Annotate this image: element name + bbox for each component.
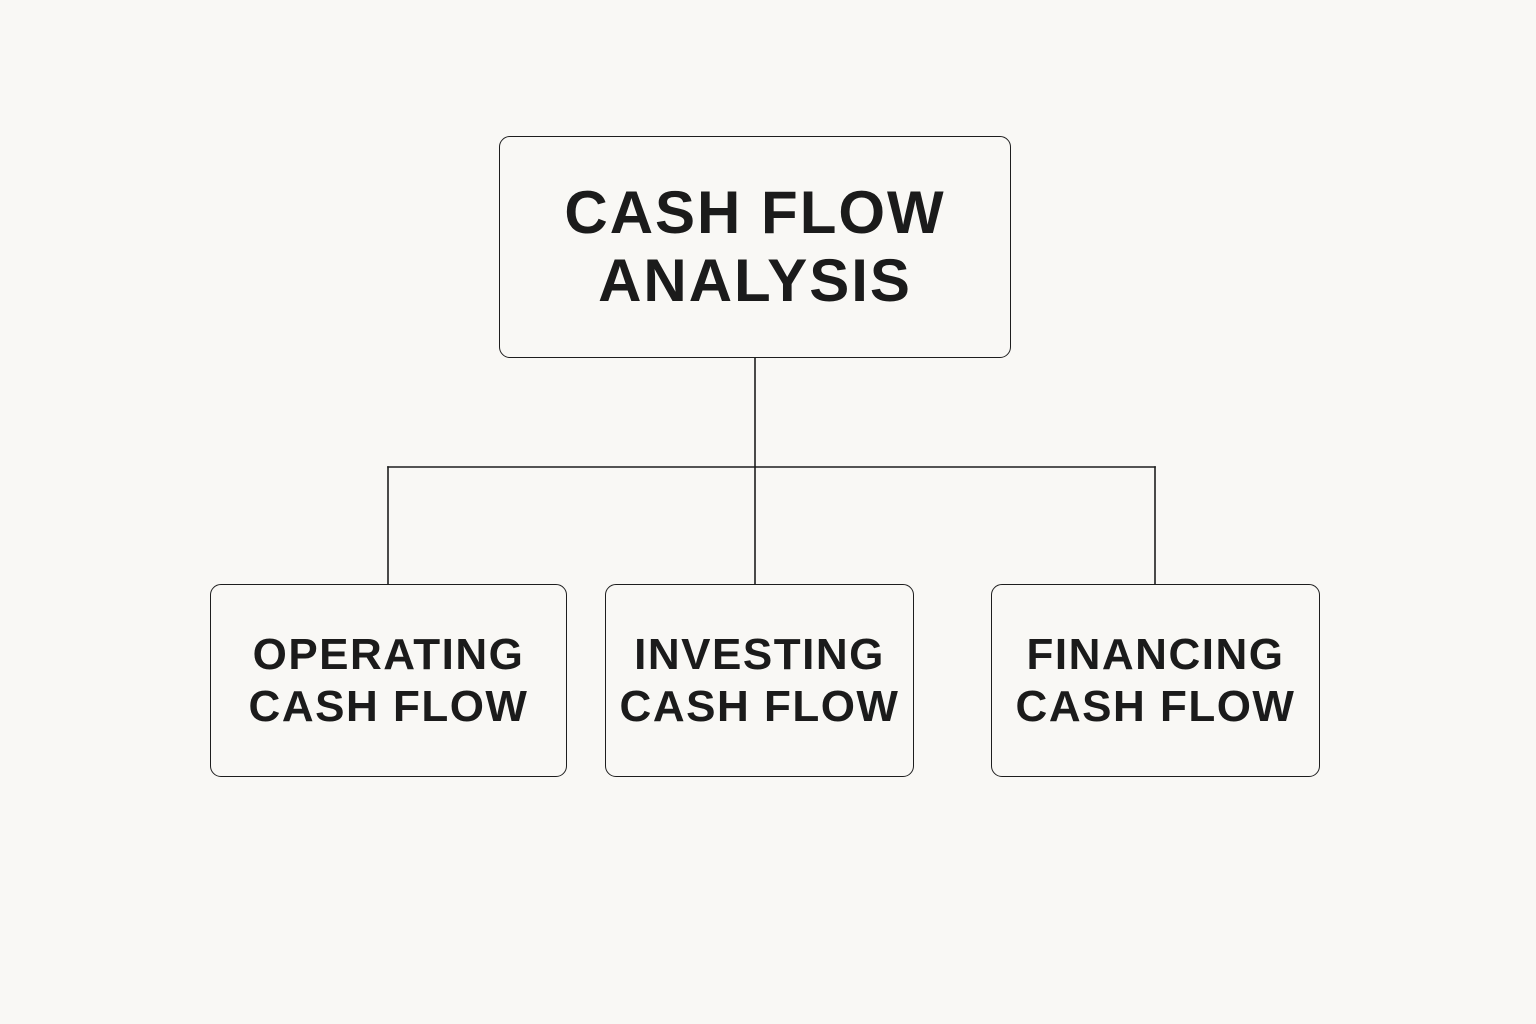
root-node-cash-flow-analysis: CASH FLOW ANALYSIS [499, 136, 1011, 358]
operating-node-label: OPERATING CASH FLOW [248, 629, 529, 731]
investing-node-label: INVESTING CASH FLOW [619, 629, 900, 731]
root-node-label: CASH FLOW ANALYSIS [564, 179, 946, 314]
child-node-financing-cash-flow: FINANCING CASH FLOW [991, 584, 1320, 777]
child-node-operating-cash-flow: OPERATING CASH FLOW [210, 584, 567, 777]
financing-node-label: FINANCING CASH FLOW [1015, 629, 1296, 731]
child-node-investing-cash-flow: INVESTING CASH FLOW [605, 584, 914, 777]
